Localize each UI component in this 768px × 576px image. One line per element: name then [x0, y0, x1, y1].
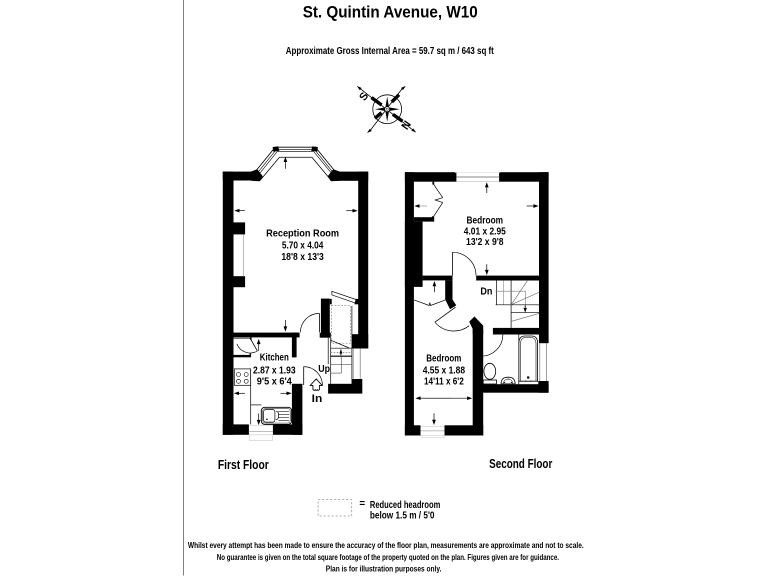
svg-text:Second Floor: Second Floor	[489, 456, 552, 471]
svg-text:9'5 x 6'4: 9'5 x 6'4	[257, 376, 293, 387]
svg-text:In: In	[312, 393, 323, 405]
svg-text:Kitchen: Kitchen	[260, 353, 289, 364]
svg-text:Plan is for illustration purpo: Plan is for illustration purposes only.	[326, 563, 442, 573]
svg-text:Reception Room: Reception Room	[266, 228, 339, 239]
svg-text:13'2 x 9'8: 13'2 x 9'8	[466, 237, 504, 248]
svg-text:No guarantee is given on the t: No guarantee is given on the total squar…	[217, 552, 559, 562]
svg-text:Reduced headroom: Reduced headroom	[370, 500, 441, 511]
svg-text:Dn: Dn	[480, 287, 492, 298]
svg-text:5.70 x 4.04: 5.70 x 4.04	[282, 240, 324, 251]
svg-text:2.87 x 1.93: 2.87 x 1.93	[253, 366, 296, 377]
svg-text:=: =	[359, 499, 365, 510]
svg-text:below 1.5 m / 5'0: below 1.5 m / 5'0	[370, 511, 435, 522]
svg-text:First Floor: First Floor	[218, 457, 269, 472]
svg-text:Up: Up	[318, 364, 330, 375]
svg-text:Bedroom: Bedroom	[426, 354, 461, 365]
svg-text:4.55 x 1.88: 4.55 x 1.88	[423, 366, 466, 377]
svg-text:4.01 x 2.95: 4.01 x 2.95	[464, 227, 506, 238]
svg-text:Whilst every attempt has been: Whilst every attempt has been made to en…	[188, 540, 584, 550]
svg-text:St. Quintin Avenue, W10: St. Quintin Avenue, W10	[303, 3, 478, 21]
svg-text:Bedroom: Bedroom	[467, 215, 504, 226]
svg-text:18'8 x 13'3: 18'8 x 13'3	[281, 252, 324, 263]
svg-text:14'11 x 6'2: 14'11 x 6'2	[424, 377, 464, 388]
svg-text:Approximate Gross Internal Are: Approximate Gross Internal Area = 59.7 s…	[286, 46, 494, 57]
